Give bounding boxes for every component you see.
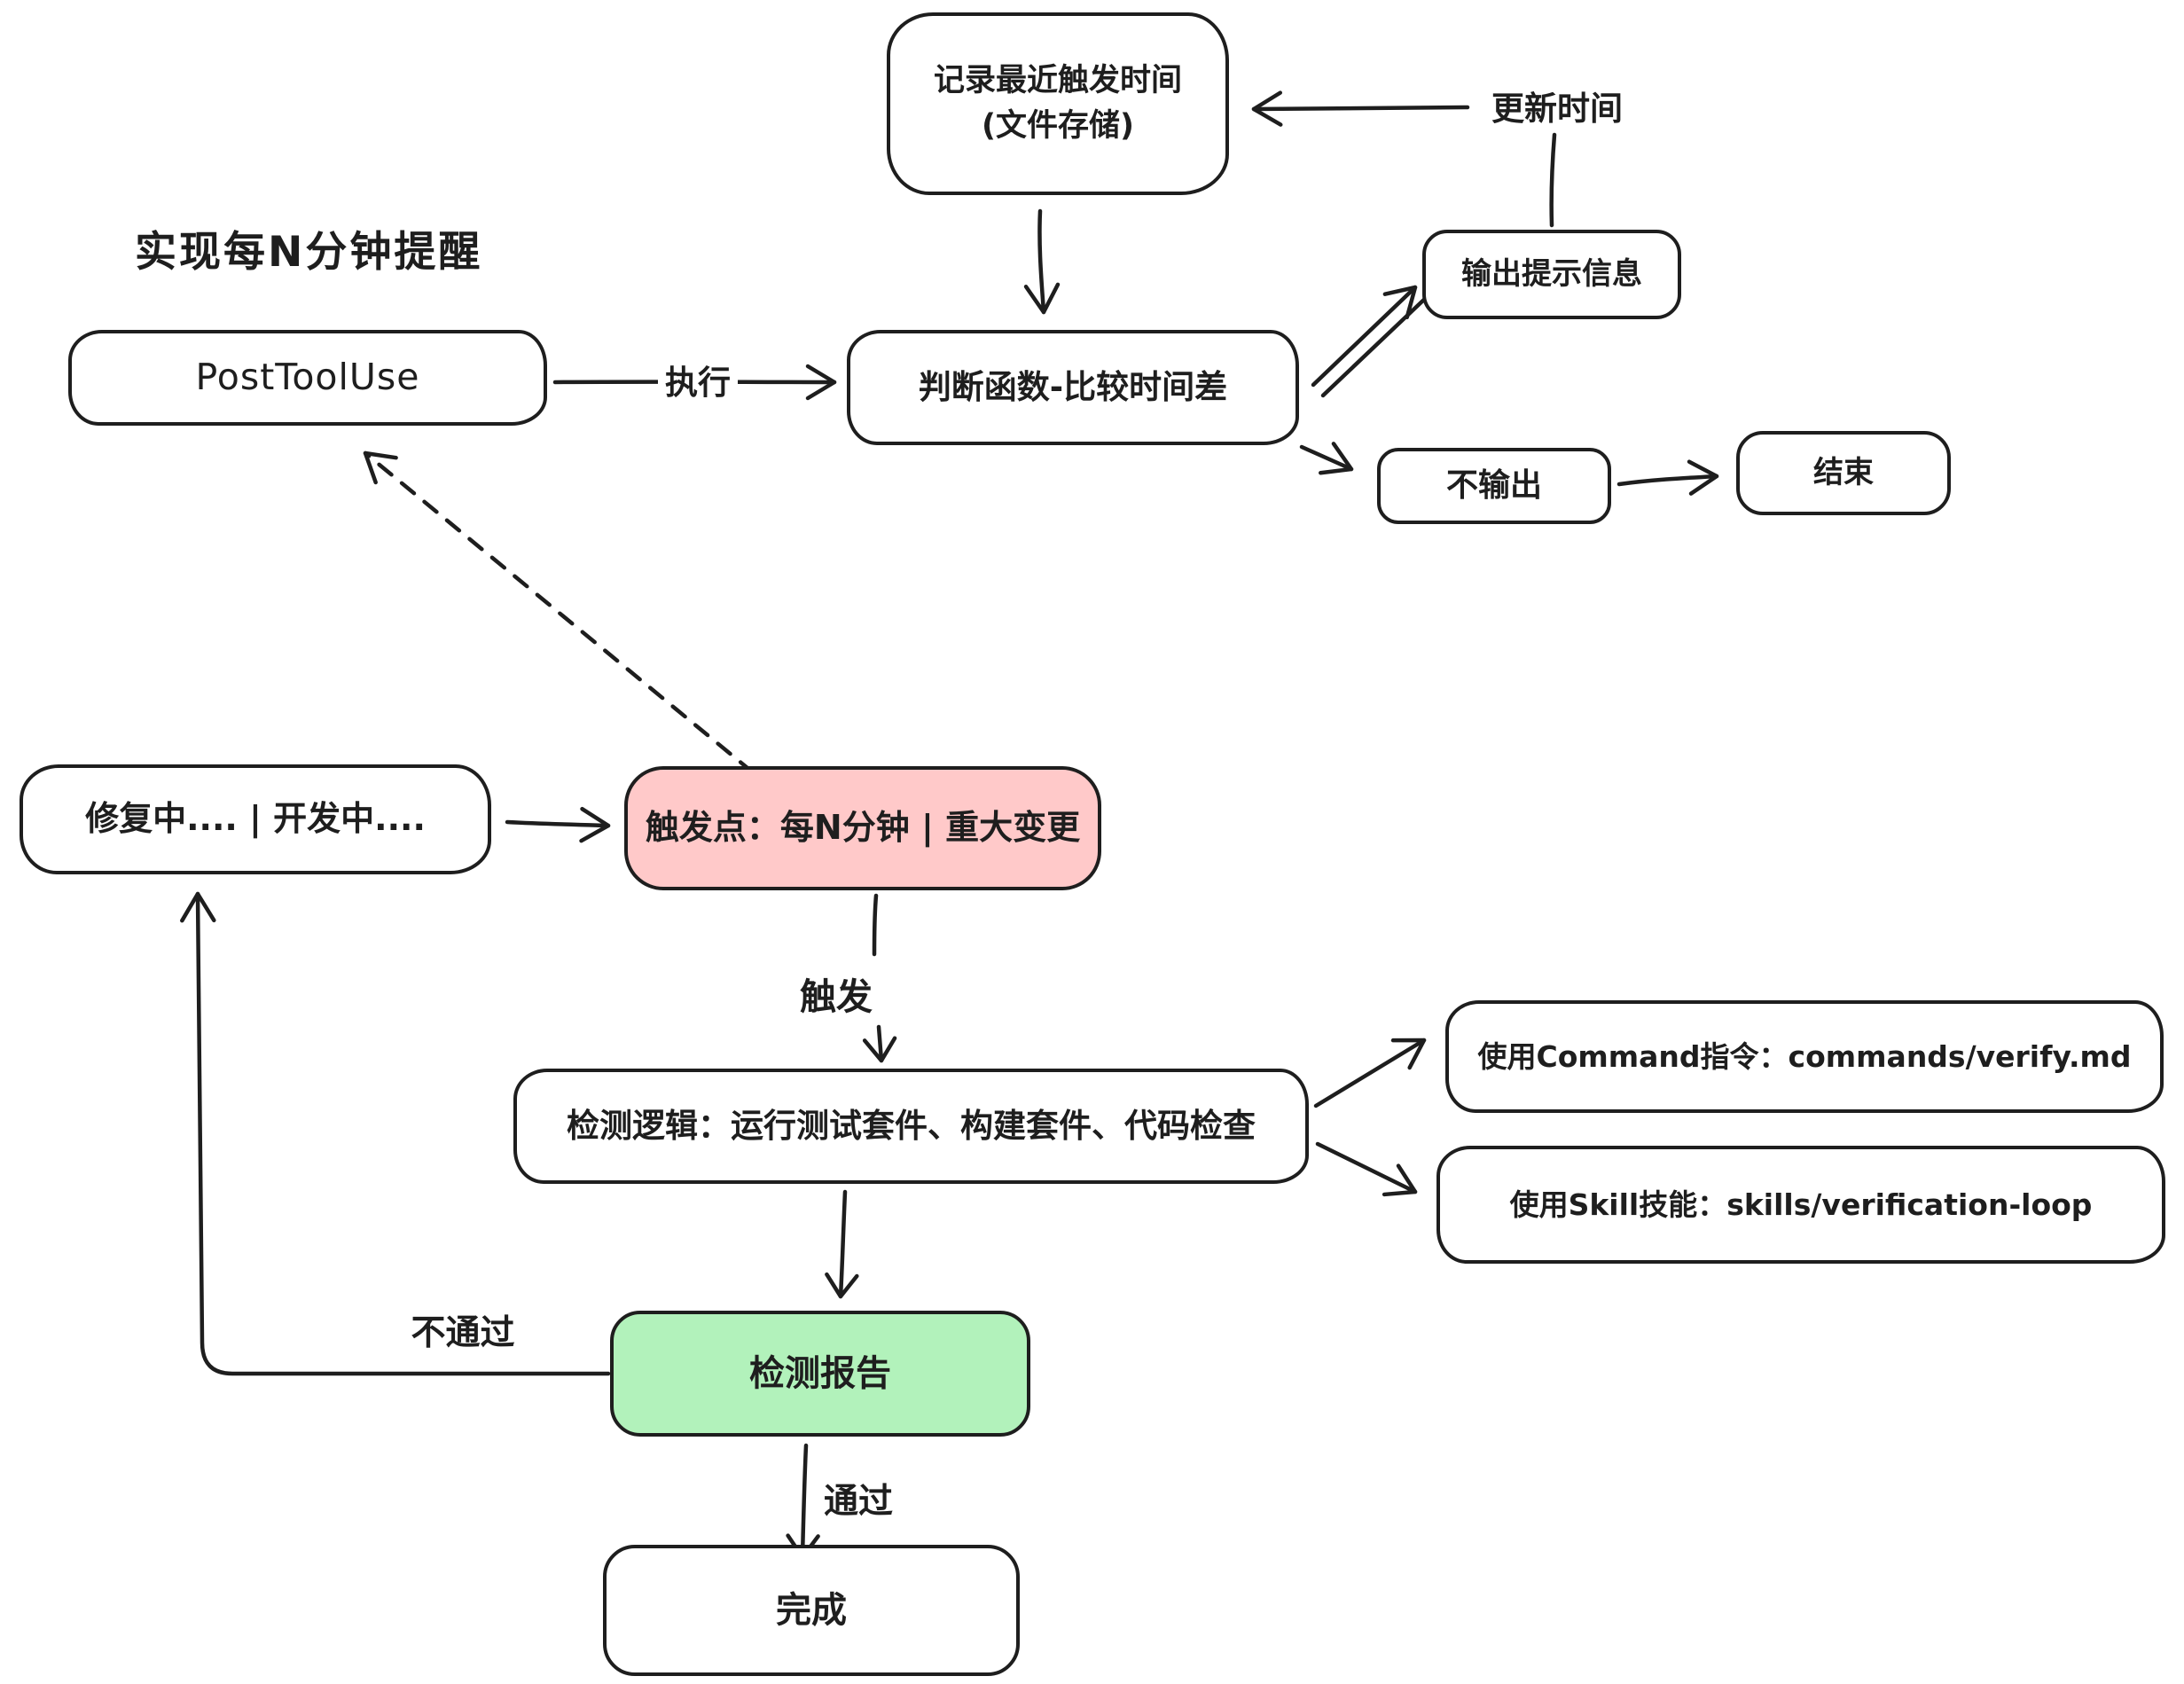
node-output-info: 输出提示信息: [1422, 230, 1681, 319]
node-judge-function: 判断函数-比较时间差: [847, 330, 1299, 445]
edge-report-to-fixing-loop: [180, 891, 611, 1376]
edge-detect-to-command: [1313, 1038, 1427, 1108]
edge-updatetime-to-output: [1549, 132, 1557, 228]
edge-detect-to-report: [825, 1189, 859, 1299]
edge-label-pass: 通过: [823, 1482, 894, 1522]
node-use-skill: 使用Skill技能：skills/verification-loop: [1436, 1146, 2165, 1264]
node-record-line1: 记录最近触发时间: [933, 63, 1182, 99]
edge-trigger-to-posttooluse-dashed: [363, 450, 755, 775]
edge-trigger-stub: [872, 893, 879, 957]
edge-judge-to-output-line1: [1311, 285, 1418, 388]
edge-judge-to-nooutput: [1299, 442, 1354, 475]
node-done: 完成: [603, 1545, 1020, 1676]
diagram-title: 实现每N分钟提醒: [135, 228, 483, 277]
node-end: 结束: [1736, 431, 1951, 515]
edge-report-to-done: [786, 1443, 820, 1560]
node-detect-report: 检测报告: [610, 1311, 1030, 1437]
edge-updatetime-to-record: [1251, 90, 1470, 127]
node-record-line2: (文件存储): [982, 108, 1134, 144]
edge-trigger-to-detect: [862, 1024, 897, 1063]
edge-label-trigger: 触发: [800, 975, 873, 1018]
node-record-last-trigger-time: 记录最近触发时间 (文件存储): [887, 12, 1229, 195]
edge-label-fail: 不通过: [411, 1313, 515, 1353]
node-detect-logic: 检测逻辑：运行测试套件、构建套件、代码检查: [513, 1069, 1309, 1184]
node-posttooluse: PostToolUse: [68, 330, 547, 426]
edge-judge-to-output-line2: [1320, 294, 1430, 398]
node-fixing-developing: 修复中.... | 开发中....: [20, 764, 491, 874]
node-no-output: 不输出: [1377, 448, 1611, 524]
node-use-command: 使用Command指令：commands/verify.md: [1445, 1000, 2164, 1113]
edge-label-execute: 执行: [658, 356, 738, 403]
edge-label-update-time: 更新时间: [1491, 90, 1623, 128]
node-trigger-point: 触发点：每N分钟 | 重大变更: [624, 766, 1101, 890]
edge-detect-to-skill: [1315, 1141, 1418, 1197]
edge-nooutput-to-end: [1616, 459, 1719, 496]
edge-fixing-to-trigger: [505, 806, 611, 843]
edge-record-to-judge: [1023, 208, 1061, 315]
